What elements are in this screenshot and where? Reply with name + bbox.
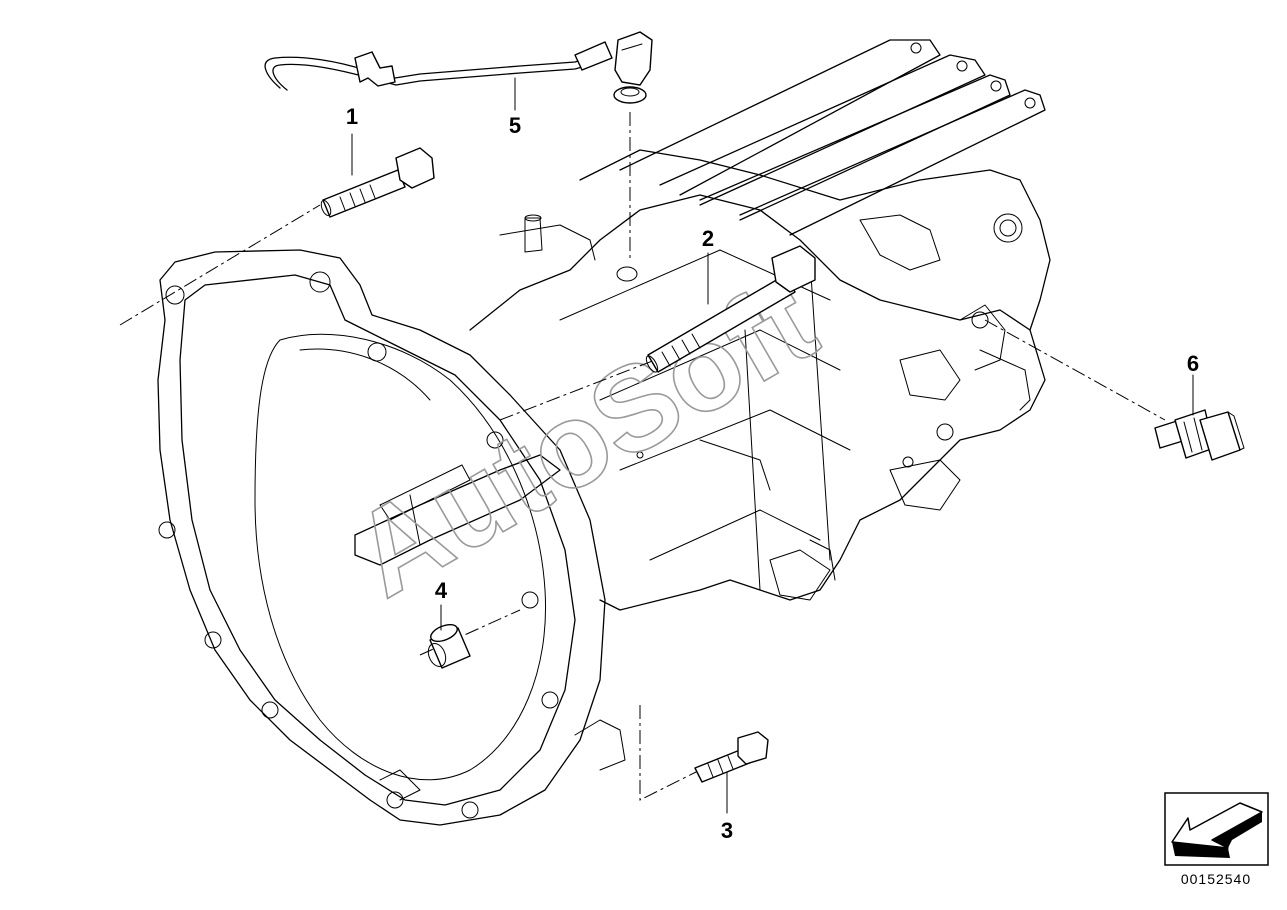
callout-2: 2 [702,226,714,251]
arrow-icon [1164,792,1269,866]
part-3-bolt [694,731,769,783]
callout-6: 6 [1187,351,1199,376]
callout-4: 4 [435,578,448,603]
callouts: 1 2 3 4 5 6 [346,77,1199,843]
leader-lines [119,112,1166,801]
part-6-switch [1154,409,1245,461]
callout-3: 3 [721,818,733,843]
part-4-sleeve [427,623,471,669]
callout-1: 1 [346,104,358,129]
callout-5: 5 [509,113,521,138]
diagram-number: 00152540 [1181,871,1251,887]
transmission-housing [157,39,1051,826]
part-2-long-bolt [616,245,816,373]
part-5-sensor-cable [264,31,653,104]
part-1-bolt [320,147,435,218]
